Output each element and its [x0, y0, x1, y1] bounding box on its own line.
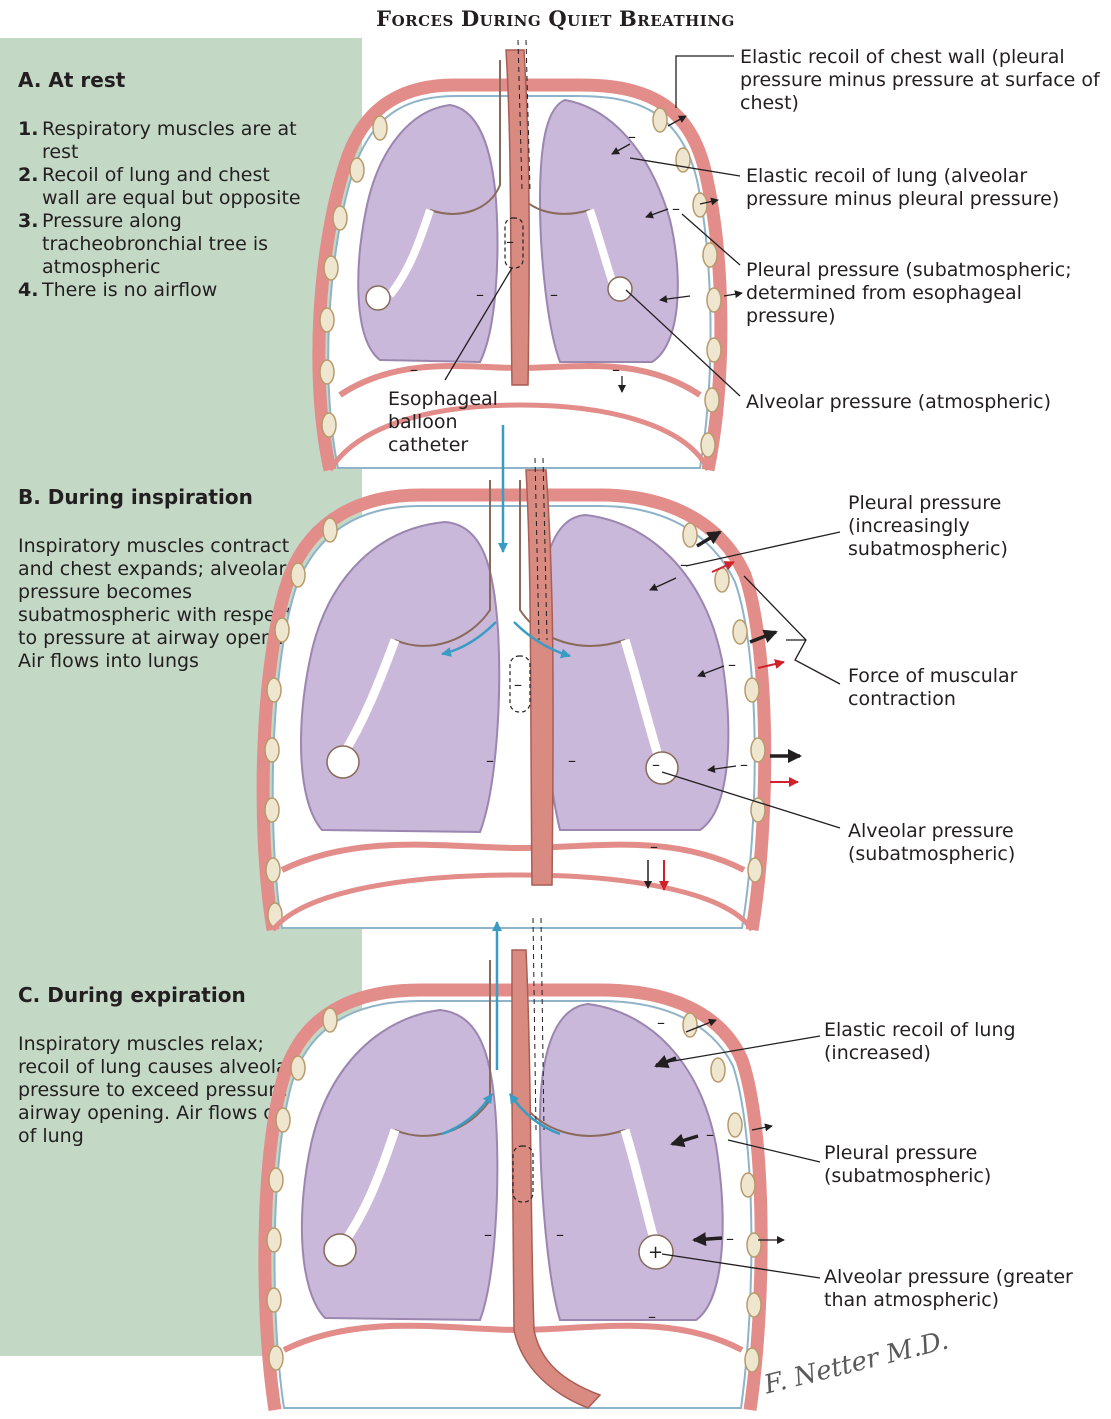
minus-sign: – [612, 360, 620, 379]
minus-sign: – [650, 837, 658, 856]
minus-sign: – [410, 360, 418, 379]
label-alveolar-pressure: Alveolar pressure (atmospheric) [746, 391, 1096, 414]
minus-sign: – [506, 232, 514, 251]
minus-sign: – [706, 1125, 714, 1144]
leader-chest-wall [676, 56, 734, 108]
minus-sign: – [484, 1225, 492, 1244]
plus-sign: + [648, 1242, 663, 1263]
label-pleural-pressure: Pleural pressure (subatmospheric) [824, 1142, 1024, 1188]
minus-sign: – [628, 127, 636, 146]
label-muscular-contraction: Force of muscular contraction [848, 665, 1048, 711]
minus-sign: – [672, 199, 680, 218]
panel-b-thorax [263, 458, 765, 930]
minus-sign: – [740, 755, 748, 774]
alveolus-right-b [646, 752, 678, 784]
label-pleural-pressure: Pleural pressure (increasingly subatmosp… [848, 492, 1048, 561]
label-esophageal-catheter: Esophageal balloon catheter [388, 388, 508, 457]
label-alveolar-pressure: Alveolar pressure (subatmospheric) [848, 820, 1048, 866]
alveolus-left-b [327, 746, 359, 778]
recoil-arrow [694, 1238, 722, 1240]
minus-sign: – [550, 285, 558, 304]
panel-c-thorax [265, 918, 761, 1410]
alveolus-left-c [324, 1234, 356, 1266]
label-alveolar-pressure: Alveolar pressure (greater than atmosphe… [824, 1266, 1104, 1312]
alveolus-left-a [366, 286, 390, 310]
panel-a-thorax [319, 40, 721, 470]
alveolus-right-a [608, 277, 632, 301]
minus-sign: – [657, 1013, 665, 1032]
label-lung-recoil: Elastic recoil of lung (increased) [824, 1019, 1054, 1065]
minus-sign: – [726, 1229, 734, 1248]
minus-sign: – [648, 1307, 656, 1326]
minus-sign: – [514, 675, 522, 694]
label-lung-recoil: Elastic recoil of lung (alveolar pressur… [746, 165, 1086, 211]
minus-sign: – [728, 655, 736, 674]
minus-sign: – [652, 755, 660, 774]
minus-sign: – [556, 1225, 564, 1244]
minus-sign: – [486, 751, 494, 770]
minus-sign: – [568, 751, 576, 770]
label-chest-wall-recoil: Elastic recoil of chest wall (pleural pr… [740, 46, 1100, 115]
minus-sign: – [476, 285, 484, 304]
minus-sign: – [680, 555, 688, 574]
label-pleural-pressure: Pleural pressure (subatmospheric; determ… [746, 259, 1102, 328]
